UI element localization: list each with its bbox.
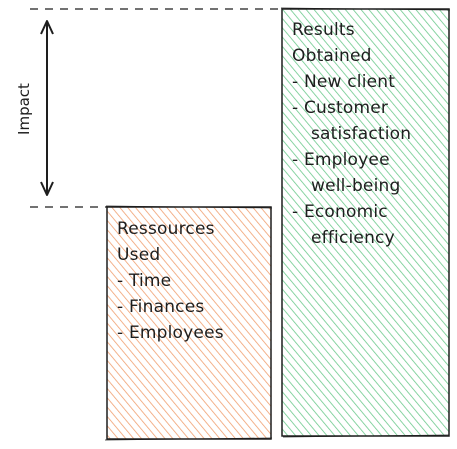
results-line-well-being: well-being (311, 176, 401, 196)
resources-item-time: - Time (117, 271, 172, 291)
results-line-satisfaction: satisfaction (311, 124, 412, 144)
results-line-economic: - Economic (292, 202, 388, 222)
results-line-efficiency: efficiency (311, 228, 395, 248)
resources-item-finances: - Finances (117, 297, 205, 317)
results-line-customer: - Customer (292, 98, 389, 118)
results-line-employee: - Employee (292, 150, 390, 170)
results-title-line1: Results (292, 20, 355, 40)
resources-title-line2: Used (117, 245, 161, 265)
resources-title-line1: Ressources (117, 219, 215, 239)
resources-box-text: Ressources Used - Time - Finances - Empl… (117, 216, 224, 346)
results-box (280, 7, 451, 438)
impact-arrow (40, 20, 54, 196)
results-title-line2: Obtained (292, 46, 372, 66)
resources-box (104, 205, 273, 441)
results-line-new-client: - New client (292, 72, 396, 92)
resources-item-employees: - Employees (117, 323, 224, 343)
results-box-text: Results Obtained - New client - Customer… (292, 17, 411, 251)
impact-label: Impact (15, 83, 33, 135)
